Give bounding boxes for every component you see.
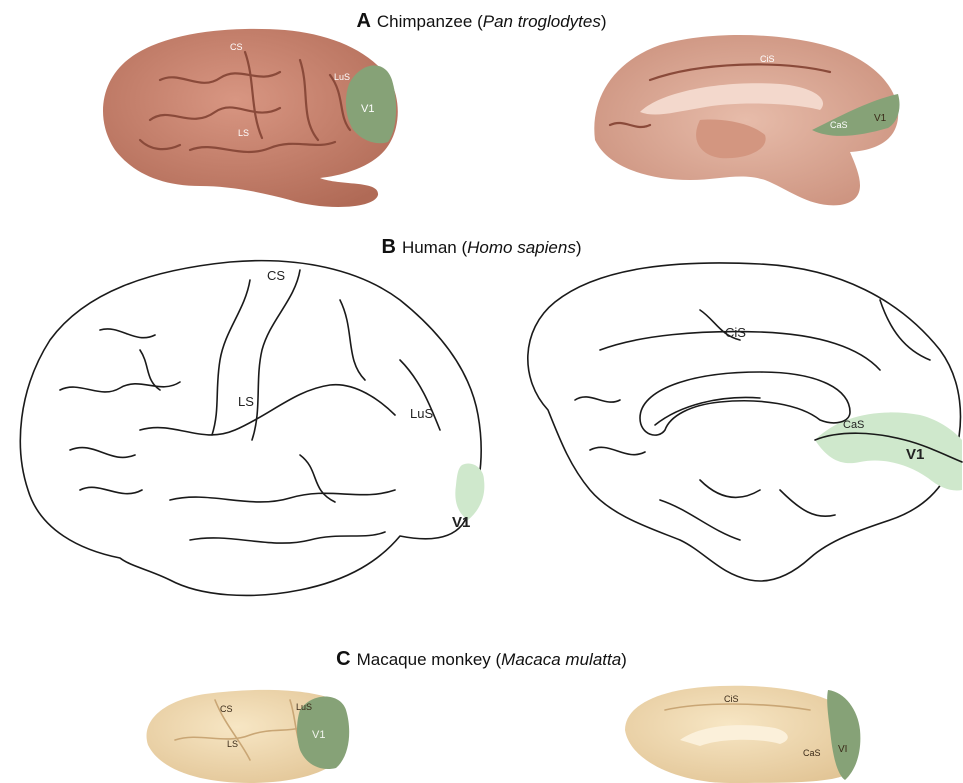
chimpanzee-lateral-v1-label: V1 — [361, 103, 374, 115]
chimpanzee-medial-v1-label: V1 — [874, 113, 887, 124]
chimpanzee-lateral-brain: CS LS LuS V1 — [103, 29, 398, 207]
human-lateral-v1-region — [455, 463, 484, 520]
macaque-lateral-ls-label: LS — [227, 739, 238, 749]
panel-letter-c: C — [336, 648, 350, 670]
macaque-medial-cis-label: CiS — [724, 694, 739, 704]
macaque-lateral-cs-label: CS — [220, 704, 233, 714]
macaque-panel: CS LS LuS V1 CiS CaS VI — [0, 670, 963, 783]
chimpanzee-lateral-ls-label: LS — [238, 128, 249, 138]
human-medial-v1-region — [815, 412, 962, 490]
human-lateral-ls-label: LS — [238, 394, 254, 409]
macaque-medial-v1-label: VI — [838, 744, 847, 755]
chimpanzee-medial-brain: CiS CaS V1 — [594, 35, 899, 205]
human-lateral-lus-label: LuS — [410, 406, 433, 421]
macaque-medial-cas-label: CaS — [803, 748, 821, 758]
scientific-name-c: Macaca mulatta — [501, 650, 621, 669]
heading-macaque: CMacaque monkey (Macaca mulatta) — [0, 648, 963, 671]
macaque-lateral-lus-label: LuS — [296, 702, 312, 712]
human-medial-cis-label: CiS — [725, 325, 746, 340]
chimpanzee-lateral-cs-label: CS — [230, 42, 243, 52]
chimpanzee-lateral-lus-label: LuS — [334, 72, 350, 82]
human-lateral-brain: CS LS LuS V1 — [20, 261, 484, 596]
macaque-lateral-brain: CS LS LuS V1 — [147, 690, 350, 783]
species-name-c: Macaque monkey — [357, 650, 491, 669]
chimpanzee-panel: CS LS LuS V1 CiS CaS V1 — [0, 0, 963, 230]
chimpanzee-medial-cas-label: CaS — [830, 120, 848, 130]
macaque-medial-brain: CiS CaS VI — [625, 686, 860, 783]
human-panel: CS LS LuS V1 CiS CaS V1 — [0, 240, 963, 640]
human-lateral-outline — [20, 261, 481, 596]
human-corpus-callosum — [640, 372, 850, 435]
human-medial-cas-label: CaS — [843, 419, 864, 431]
macaque-lateral-v1-label: V1 — [312, 729, 325, 741]
human-medial-v1-label: V1 — [906, 446, 924, 463]
human-lateral-cs-label: CS — [267, 268, 285, 283]
human-medial-brain: CiS CaS V1 — [528, 263, 962, 581]
human-lateral-v1-label: V1 — [452, 514, 470, 531]
chimpanzee-medial-cis-label: CiS — [760, 54, 775, 64]
